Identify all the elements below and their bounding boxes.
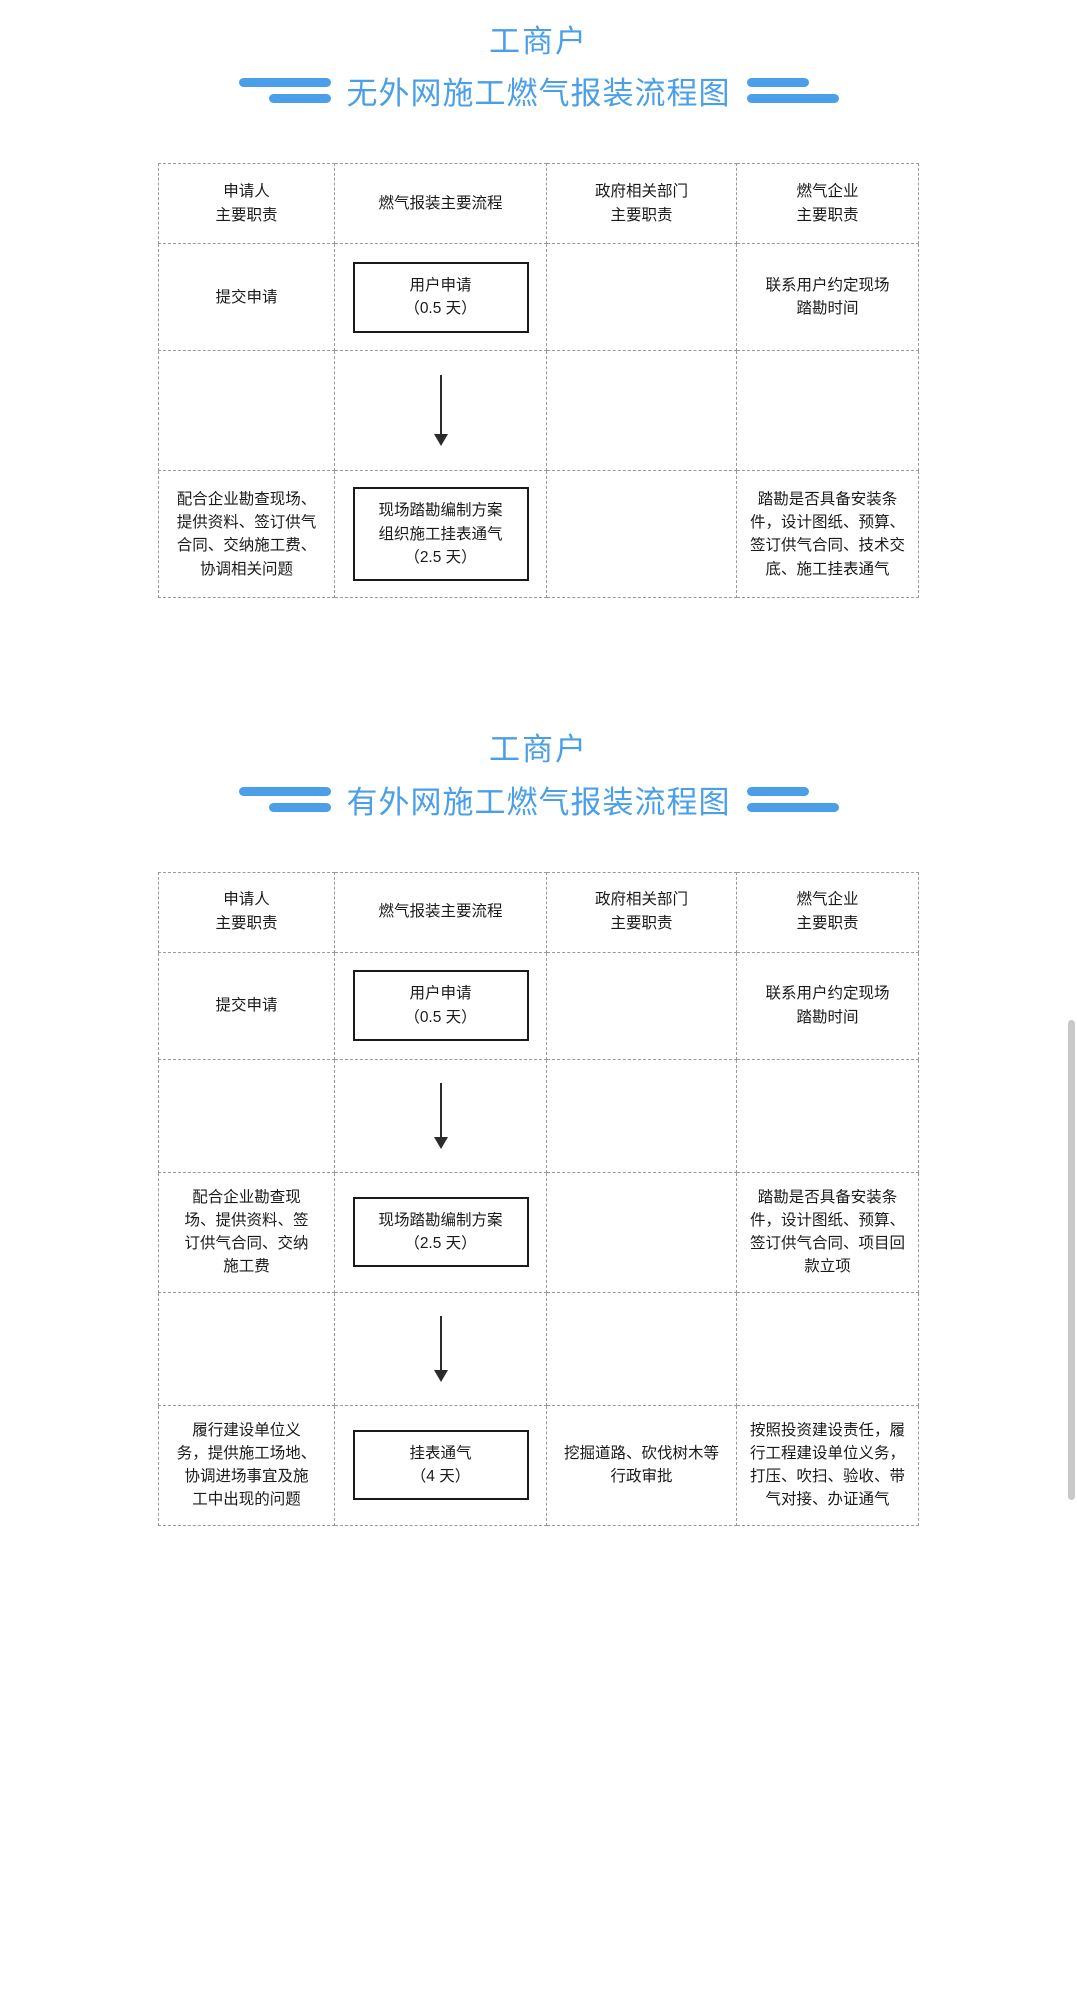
cell-applicant: 配合企业勘查现 场、提供资料、签 订供气合同、交纳 施工费 xyxy=(158,1171,335,1293)
cell-process-arrow xyxy=(334,1058,547,1173)
cell-government xyxy=(546,951,737,1060)
page-subtitle-2: 有外网施工燃气报装流程图 xyxy=(346,784,731,820)
subtitle-row-1: 无外网施工燃气报装流程图 xyxy=(0,68,1077,113)
cell-government xyxy=(546,1171,737,1293)
cell-applicant: 提交申请 xyxy=(158,951,335,1060)
table-row: 配合企业勘查现场、 提供资料、签订供气 合同、交纳施工费、 协调相关问题 现场踏… xyxy=(158,470,919,599)
table-row: 配合企业勘查现 场、提供资料、签 订供气合同、交纳 施工费 现场踏勘编制方案 （… xyxy=(158,1171,919,1293)
process-node: 用户申请 （0.5 天） xyxy=(352,970,529,1041)
cell-process: 用户申请 （0.5 天） xyxy=(334,243,547,352)
section-with-external-network: 工商户 有外网施工燃气报装流程图 申请人 主要职责 燃气报装主要流程 xyxy=(0,598,1077,1526)
column-header-process: 燃气报装主要流程 xyxy=(334,163,547,245)
process-node: 现场踏勘编制方案 组织施工挂表通气 （2.5 天） xyxy=(352,487,529,582)
table-row-arrow xyxy=(158,350,919,472)
title-block-1: 工商户 无外网施工燃气报装流程图 xyxy=(0,22,1077,113)
cell-applicant xyxy=(158,1291,335,1406)
column-header-applicant: 申请人 主要职责 xyxy=(158,871,335,953)
cell-gas-company: 踏勘是否具备安装条 件，设计图纸、预算、 签订供气合同、技术交 底、施工挂表通气 xyxy=(736,470,919,599)
page-title-2: 工商户 xyxy=(489,732,588,768)
table-row: 提交申请 用户申请 （0.5 天） 联系用户约定现场 踏勘时间 xyxy=(158,951,919,1060)
process-node: 挂表通气 （4 天） xyxy=(352,1429,529,1501)
table-row: 提交申请 用户申请 （0.5 天） 联系用户约定现场 踏勘时间 xyxy=(158,243,919,352)
flow-table-1: 申请人 主要职责 燃气报装主要流程 政府相关部门 主要职责 燃气企业 主要职责 … xyxy=(158,163,919,599)
column-header-gas-company: 燃气企业 主要职责 xyxy=(736,163,919,245)
column-header-applicant: 申请人 主要职责 xyxy=(158,163,335,245)
ornament-left-icon xyxy=(238,786,331,812)
cell-gas-company: 联系用户约定现场 踏勘时间 xyxy=(736,951,919,1060)
page-title-1: 工商户 xyxy=(489,24,588,59)
ornament-right-icon xyxy=(746,78,839,104)
table-header-row: 申请人 主要职责 燃气报装主要流程 政府相关部门 主要职责 燃气企业 主要职责 xyxy=(158,163,919,245)
cell-process: 现场踏勘编制方案 （2.5 天） xyxy=(334,1171,547,1293)
cell-process: 挂表通气 （4 天） xyxy=(334,1404,547,1526)
arrow-down-icon xyxy=(343,1315,538,1382)
cell-process: 用户申请 （0.5 天） xyxy=(334,951,547,1060)
ornament-left-icon xyxy=(238,78,331,104)
cell-government xyxy=(546,243,737,352)
process-node: 用户申请 （0.5 天） xyxy=(352,262,529,333)
flow-table-2: 申请人 主要职责 燃气报装主要流程 政府相关部门 主要职责 燃气企业 主要职责 … xyxy=(158,871,919,1526)
cell-government xyxy=(546,350,737,472)
ornament-right-icon xyxy=(746,786,839,812)
arrow-down-icon xyxy=(343,1082,538,1149)
cell-applicant: 履行建设单位义 务，提供施工场地、 协调进场事宜及施 工中出现的问题 xyxy=(158,1404,335,1526)
cell-government xyxy=(546,1058,737,1173)
table-row-arrow xyxy=(158,1058,919,1173)
cell-gas-company xyxy=(736,1058,919,1173)
cell-gas-company: 按照投资建设责任，履 行工程建设单位义务， 打压、吹扫、验收、带 气对接、办证通… xyxy=(736,1404,919,1526)
column-header-government: 政府相关部门 主要职责 xyxy=(546,163,737,245)
page-subtitle-1: 无外网施工燃气报装流程图 xyxy=(346,76,731,112)
scrollbar-thumb[interactable] xyxy=(1068,1020,1075,1500)
table-header-row: 申请人 主要职责 燃气报装主要流程 政府相关部门 主要职责 燃气企业 主要职责 xyxy=(158,871,919,953)
cell-process: 现场踏勘编制方案 组织施工挂表通气 （2.5 天） xyxy=(334,470,547,599)
title-block-2: 工商户 有外网施工燃气报装流程图 xyxy=(0,730,1077,821)
cell-gas-company xyxy=(736,1291,919,1406)
subtitle-row-2: 有外网施工燃气报装流程图 xyxy=(0,777,1077,822)
column-header-government: 政府相关部门 主要职责 xyxy=(546,871,737,953)
process-node: 现场踏勘编制方案 （2.5 天） xyxy=(352,1196,529,1268)
table-row-arrow xyxy=(158,1291,919,1406)
cell-government xyxy=(546,470,737,599)
cell-applicant: 提交申请 xyxy=(158,243,335,352)
cell-applicant xyxy=(158,1058,335,1173)
cell-process-arrow xyxy=(334,1291,547,1406)
cell-applicant xyxy=(158,350,335,472)
column-header-process: 燃气报装主要流程 xyxy=(334,871,547,953)
cell-government xyxy=(546,1291,737,1406)
table-row: 履行建设单位义 务，提供施工场地、 协调进场事宜及施 工中出现的问题 挂表通气 … xyxy=(158,1404,919,1526)
cell-gas-company xyxy=(736,350,919,472)
cell-process-arrow xyxy=(334,350,547,472)
arrow-down-icon xyxy=(343,375,538,447)
column-header-gas-company: 燃气企业 主要职责 xyxy=(736,871,919,953)
cell-gas-company: 踏勘是否具备安装条 件，设计图纸、预算、 签订供气合同、项目回 款立项 xyxy=(736,1171,919,1293)
section-no-external-network: 工商户 无外网施工燃气报装流程图 申请人 主要职责 燃气报装主要流程 xyxy=(0,0,1077,599)
cell-gas-company: 联系用户约定现场 踏勘时间 xyxy=(736,243,919,352)
cell-government: 挖掘道路、砍伐树木等 行政审批 xyxy=(546,1404,737,1526)
cell-applicant: 配合企业勘查现场、 提供资料、签订供气 合同、交纳施工费、 协调相关问题 xyxy=(158,470,335,599)
